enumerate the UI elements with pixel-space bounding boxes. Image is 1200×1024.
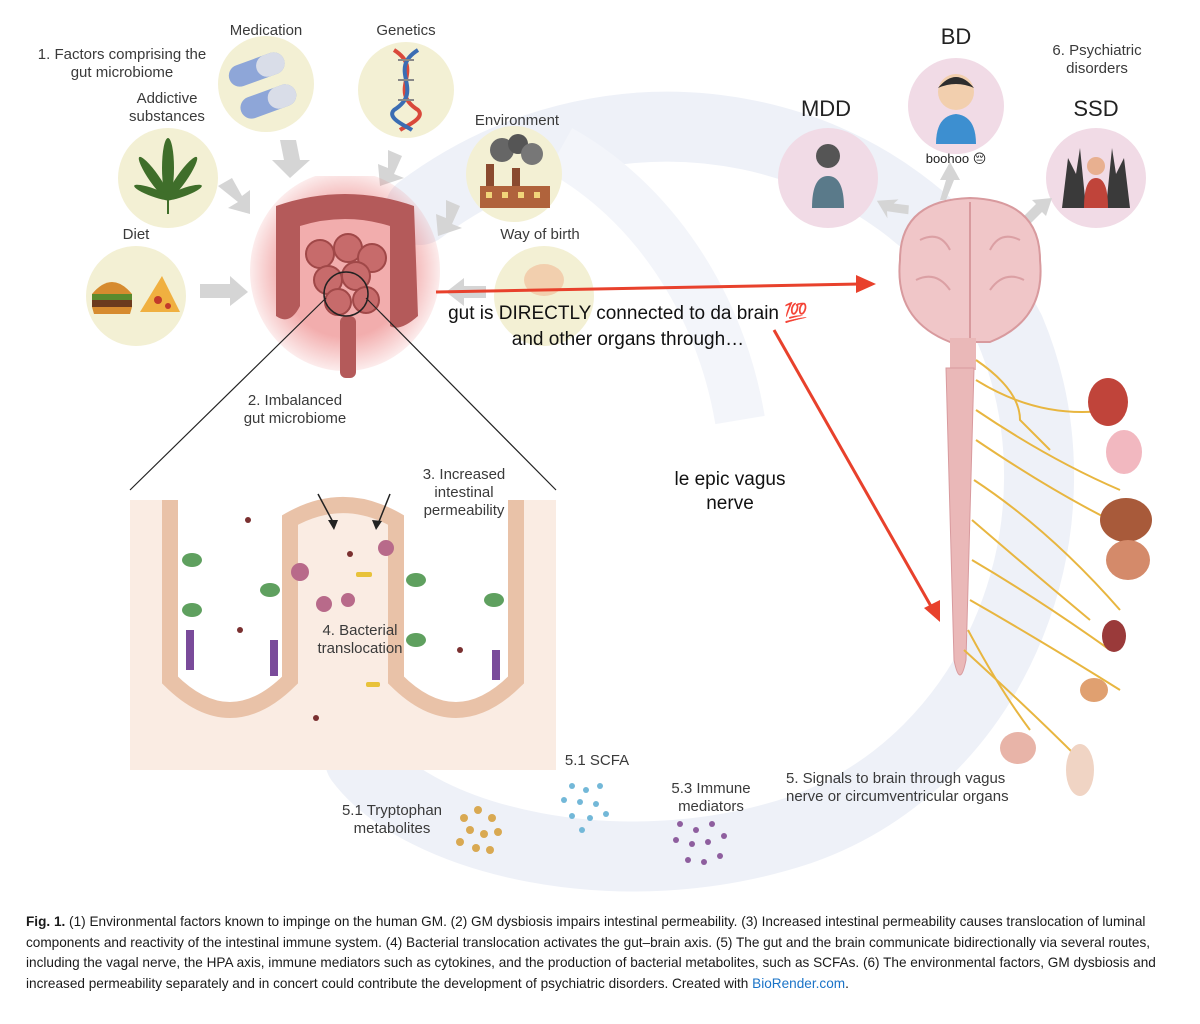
bd-label: BD bbox=[940, 24, 972, 49]
gut-brain-annotation-line1: gut is DIRECTLY connected to da brain 💯 bbox=[448, 303, 808, 324]
food-icon bbox=[92, 276, 180, 314]
diet-label: Diet bbox=[122, 226, 150, 243]
factors-text: 1. Factors comprising the gut microbiome bbox=[37, 46, 207, 81]
translocation-label: 4. Bacterial translocation bbox=[317, 622, 403, 657]
intestine-icon bbox=[250, 176, 440, 378]
brain-and-nerves bbox=[898, 196, 1152, 796]
metabolite-dots bbox=[456, 783, 727, 865]
psychiatric-label: 6. Psychiatric disorders bbox=[1052, 42, 1142, 77]
intestinal-tissue bbox=[130, 497, 556, 770]
factors-label: 1. Factors comprising the gut microbiome bbox=[22, 46, 222, 82]
permeability-label: 3. Increased intestinal permeability bbox=[422, 466, 506, 519]
biorender-link[interactable]: BioRender.com bbox=[752, 975, 846, 991]
immune-label: 5.3 Immune mediators bbox=[671, 780, 751, 815]
annotation-arrows bbox=[435, 275, 940, 622]
cycle-flow-arrow bbox=[325, 91, 1074, 892]
gut-brain-annotation-line2: and other organs through… bbox=[511, 329, 745, 350]
sad-child-icon bbox=[936, 74, 976, 144]
way-of-birth-label: Way of birth bbox=[500, 226, 580, 243]
schizophrenia-icon bbox=[1062, 148, 1130, 208]
environment-label: Environment bbox=[474, 112, 560, 129]
caption-end: . bbox=[845, 975, 849, 991]
tryptophan-label: 5.1 Tryptophan metabolites bbox=[341, 802, 443, 837]
addictive-label: Addictive substances bbox=[129, 90, 205, 125]
mdd-label: MDD bbox=[800, 96, 852, 121]
permeability-arrows bbox=[317, 493, 391, 530]
factor-arrows bbox=[200, 140, 486, 306]
pill-icon bbox=[228, 52, 297, 119]
scfa-label: 5.1 SCFA bbox=[564, 752, 630, 769]
zoom-lines bbox=[129, 297, 557, 491]
dna-icon bbox=[390, 48, 422, 132]
genetics-label: Genetics bbox=[376, 22, 436, 39]
factory-icon bbox=[480, 134, 550, 208]
medication-label: Medication bbox=[229, 22, 303, 39]
caption-fig-label: Fig. 1. bbox=[26, 914, 66, 929]
vagus-annotation: le epic vagus nerve bbox=[674, 469, 786, 514]
signals-label: 5. Signals to brain through vagus nerve … bbox=[786, 770, 1009, 805]
figure-caption: Fig. 1. (1) Environmental factors known … bbox=[26, 912, 1176, 994]
boohoo-annotation: boohoo 😔 bbox=[925, 151, 987, 166]
cannabis-leaf-icon bbox=[134, 138, 202, 214]
caption-text: (1) Environmental factors known to impin… bbox=[26, 914, 1156, 991]
ssd-label: SSD bbox=[1073, 96, 1119, 121]
depressed-person-icon bbox=[812, 144, 844, 208]
baby-icon bbox=[524, 264, 564, 296]
imbalanced-label: 2. Imbalanced gut microbiome bbox=[243, 392, 347, 427]
